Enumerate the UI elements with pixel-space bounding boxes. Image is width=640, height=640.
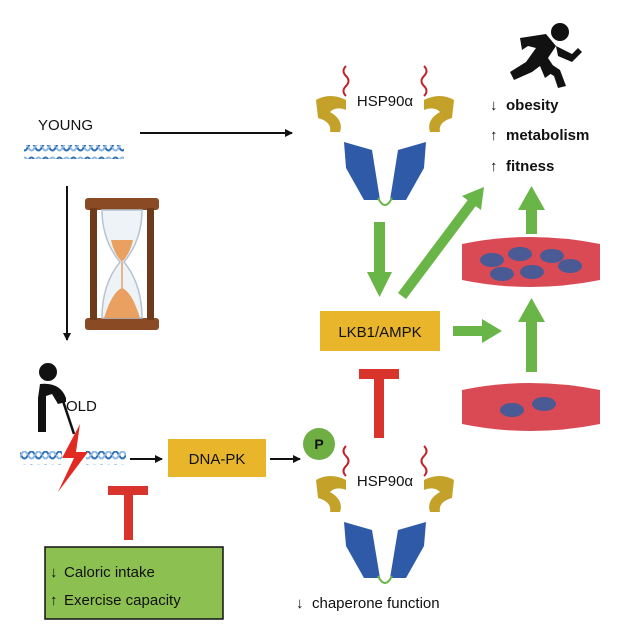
intervention-arrow-2: ↑ <box>50 592 58 609</box>
elderly-person-icon <box>38 363 76 435</box>
chaperone-text: chaperone function <box>312 595 440 612</box>
dna-pk-box: DNA-PK <box>168 439 266 477</box>
intervention-text-1: Caloric intake <box>64 564 155 581</box>
inhibition-bar-interventions <box>108 486 148 540</box>
outcome-metabolism: ↑ metabolism <box>490 127 589 144</box>
young-label: YOUNG <box>38 117 93 134</box>
lkb1-ampk-box: LKB1/AMPK <box>320 311 440 351</box>
phosphate-label: P <box>314 436 323 452</box>
arrow-muscle-biogenesis <box>518 298 545 372</box>
hsp90-label-bottom: HSP90α <box>357 473 414 490</box>
hsp90-label-top: HSP90α <box>357 93 414 110</box>
phosphate-badge: P <box>303 428 335 460</box>
outcome-obesity: ↓ obesity <box>490 97 559 114</box>
dna-helix-young <box>24 145 124 159</box>
intervention-text-2: Exercise capacity <box>64 592 181 609</box>
intervention-arrow-1: ↓ <box>50 564 58 581</box>
outcome-metabolism-text: metabolism <box>506 127 589 144</box>
dna-damage-lightning-icon <box>58 424 88 492</box>
hsp90-protein-top <box>316 65 454 206</box>
inhibition-bar-lkb1 <box>359 369 399 438</box>
outcome-metabolism-arrow: ↑ <box>490 127 498 144</box>
arrow-lkb1-to-outcomes <box>398 187 484 299</box>
outcome-obesity-text: obesity <box>506 97 559 114</box>
muscle-fiber-low-mitochondria <box>462 383 600 431</box>
runner-icon <box>510 23 582 88</box>
outcome-fitness-arrow: ↑ <box>490 158 498 175</box>
dna-helix-old <box>20 451 126 465</box>
dna-pk-label: DNA-PK <box>189 451 246 468</box>
outcome-obesity-arrow: ↓ <box>490 97 498 114</box>
old-label: OLD <box>66 398 97 415</box>
intervention-box: ↓ Caloric intake ↑ Exercise capacity <box>44 546 224 620</box>
arrow-muscle-to-outcomes <box>518 186 545 234</box>
arrow-hsp-to-lkb1 <box>367 222 392 297</box>
outcome-fitness-text: fitness <box>506 158 554 175</box>
chaperone-arrow: ↓ <box>296 595 304 612</box>
arrow-lkb1-to-muscle <box>453 319 502 343</box>
muscle-fiber-high-mitochondria <box>462 237 600 287</box>
lkb1-ampk-label: LKB1/AMPK <box>338 324 421 341</box>
hsp90-protein-bottom <box>316 445 454 584</box>
outcome-fitness: ↑ fitness <box>490 158 554 175</box>
hourglass-icon <box>85 198 159 330</box>
